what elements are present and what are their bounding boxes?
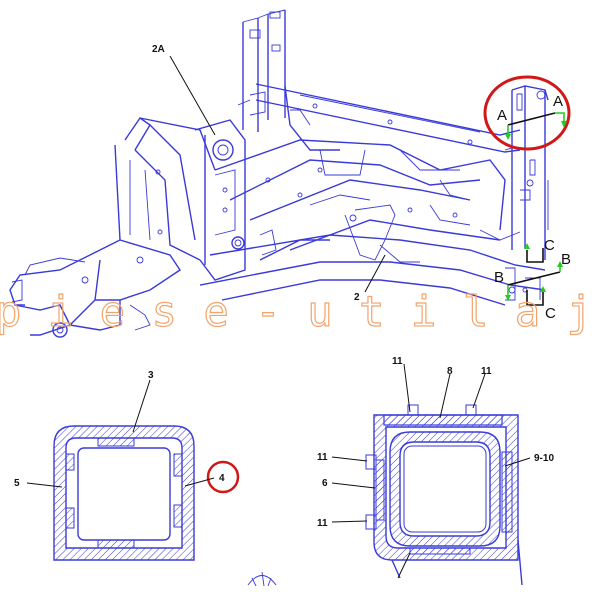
label-11-side-bottom: 11 bbox=[317, 518, 328, 529]
label-5: 5 bbox=[14, 478, 20, 489]
right-post bbox=[504, 85, 549, 260]
section-label-a-right: A bbox=[553, 93, 563, 110]
cross-section-right bbox=[365, 404, 523, 586]
label-4: 4 bbox=[219, 473, 225, 484]
section-label-c-bottom: C bbox=[545, 305, 556, 322]
label-6: 6 bbox=[322, 478, 328, 489]
label-2: 2 bbox=[354, 292, 360, 303]
section-label-c-top: C bbox=[544, 237, 555, 254]
section-a-highlight bbox=[483, 75, 571, 151]
center-frame bbox=[214, 139, 534, 261]
section-a-marker bbox=[483, 75, 571, 151]
pivot-housing bbox=[194, 119, 246, 281]
leader-lines bbox=[26, 55, 531, 579]
part-labels: 2A 2 3 4 5 11 8 11 11 6 11 9-10 bbox=[14, 44, 554, 529]
label-11-top-left: 11 bbox=[392, 356, 403, 367]
label-11-side-top: 11 bbox=[317, 452, 328, 463]
label-4-highlight bbox=[206, 460, 240, 494]
section-labels: A A C B B C bbox=[494, 93, 571, 322]
label-2a: 2A bbox=[152, 44, 165, 55]
bottom-wheel-fragment bbox=[247, 571, 277, 587]
section-bc-marker bbox=[505, 243, 563, 306]
label-11-top-right: 11 bbox=[481, 366, 492, 377]
section-label-b-right: B bbox=[561, 251, 571, 268]
label-3: 3 bbox=[148, 370, 154, 381]
left-arm bbox=[9, 117, 216, 338]
lower-beam bbox=[199, 204, 546, 306]
cross-section-left bbox=[53, 425, 195, 561]
label-8: 8 bbox=[447, 366, 453, 377]
main-frame-assembly bbox=[9, 9, 549, 338]
section-label-a-left: A bbox=[497, 107, 507, 124]
upper-beam bbox=[255, 83, 521, 153]
section-label-b-left: B bbox=[494, 269, 504, 286]
vertical-mast bbox=[237, 9, 286, 132]
label-9-10: 9-10 bbox=[534, 453, 554, 464]
